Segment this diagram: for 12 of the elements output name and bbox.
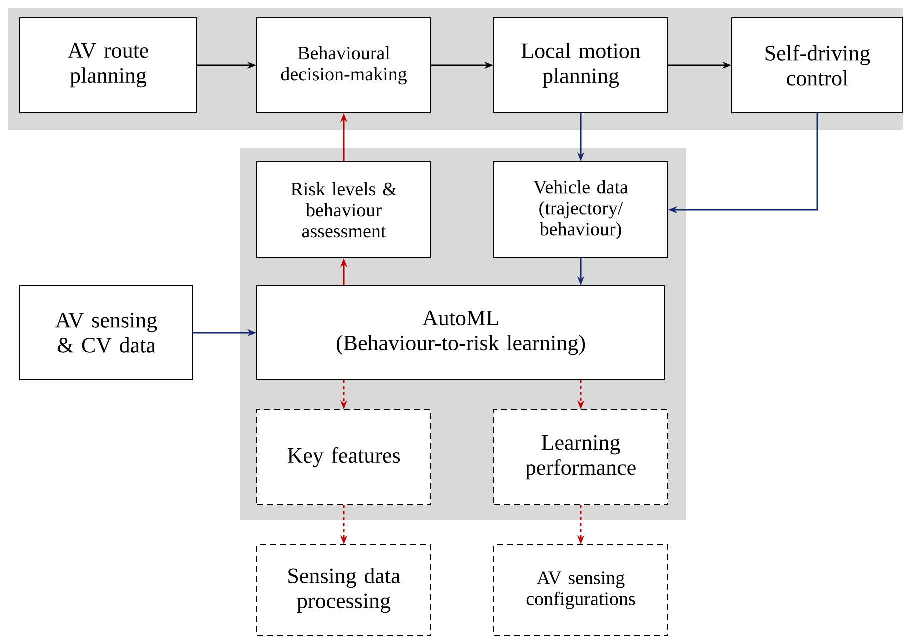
process-box: AV route planning bbox=[20, 18, 198, 114]
dashed-box: AV sensing configurations bbox=[494, 544, 668, 636]
process-box: Behavioural decision-making bbox=[256, 18, 432, 114]
dashed-box: Sensing data processing bbox=[256, 544, 432, 636]
process-box: AV sensing & CV data bbox=[20, 286, 194, 380]
process-box: Local motion planning bbox=[494, 18, 668, 114]
process-box: Vehicle data (trajectory/ behaviour) bbox=[494, 162, 668, 258]
process-box: AutoML (Behaviour-to-risk learning) bbox=[256, 286, 666, 380]
dashed-box: Learning performance bbox=[494, 410, 668, 506]
process-box: Risk levels & behaviour assessment bbox=[256, 162, 432, 258]
dashed-box: Key features bbox=[256, 410, 432, 506]
process-box: Self-driving control bbox=[732, 18, 904, 114]
